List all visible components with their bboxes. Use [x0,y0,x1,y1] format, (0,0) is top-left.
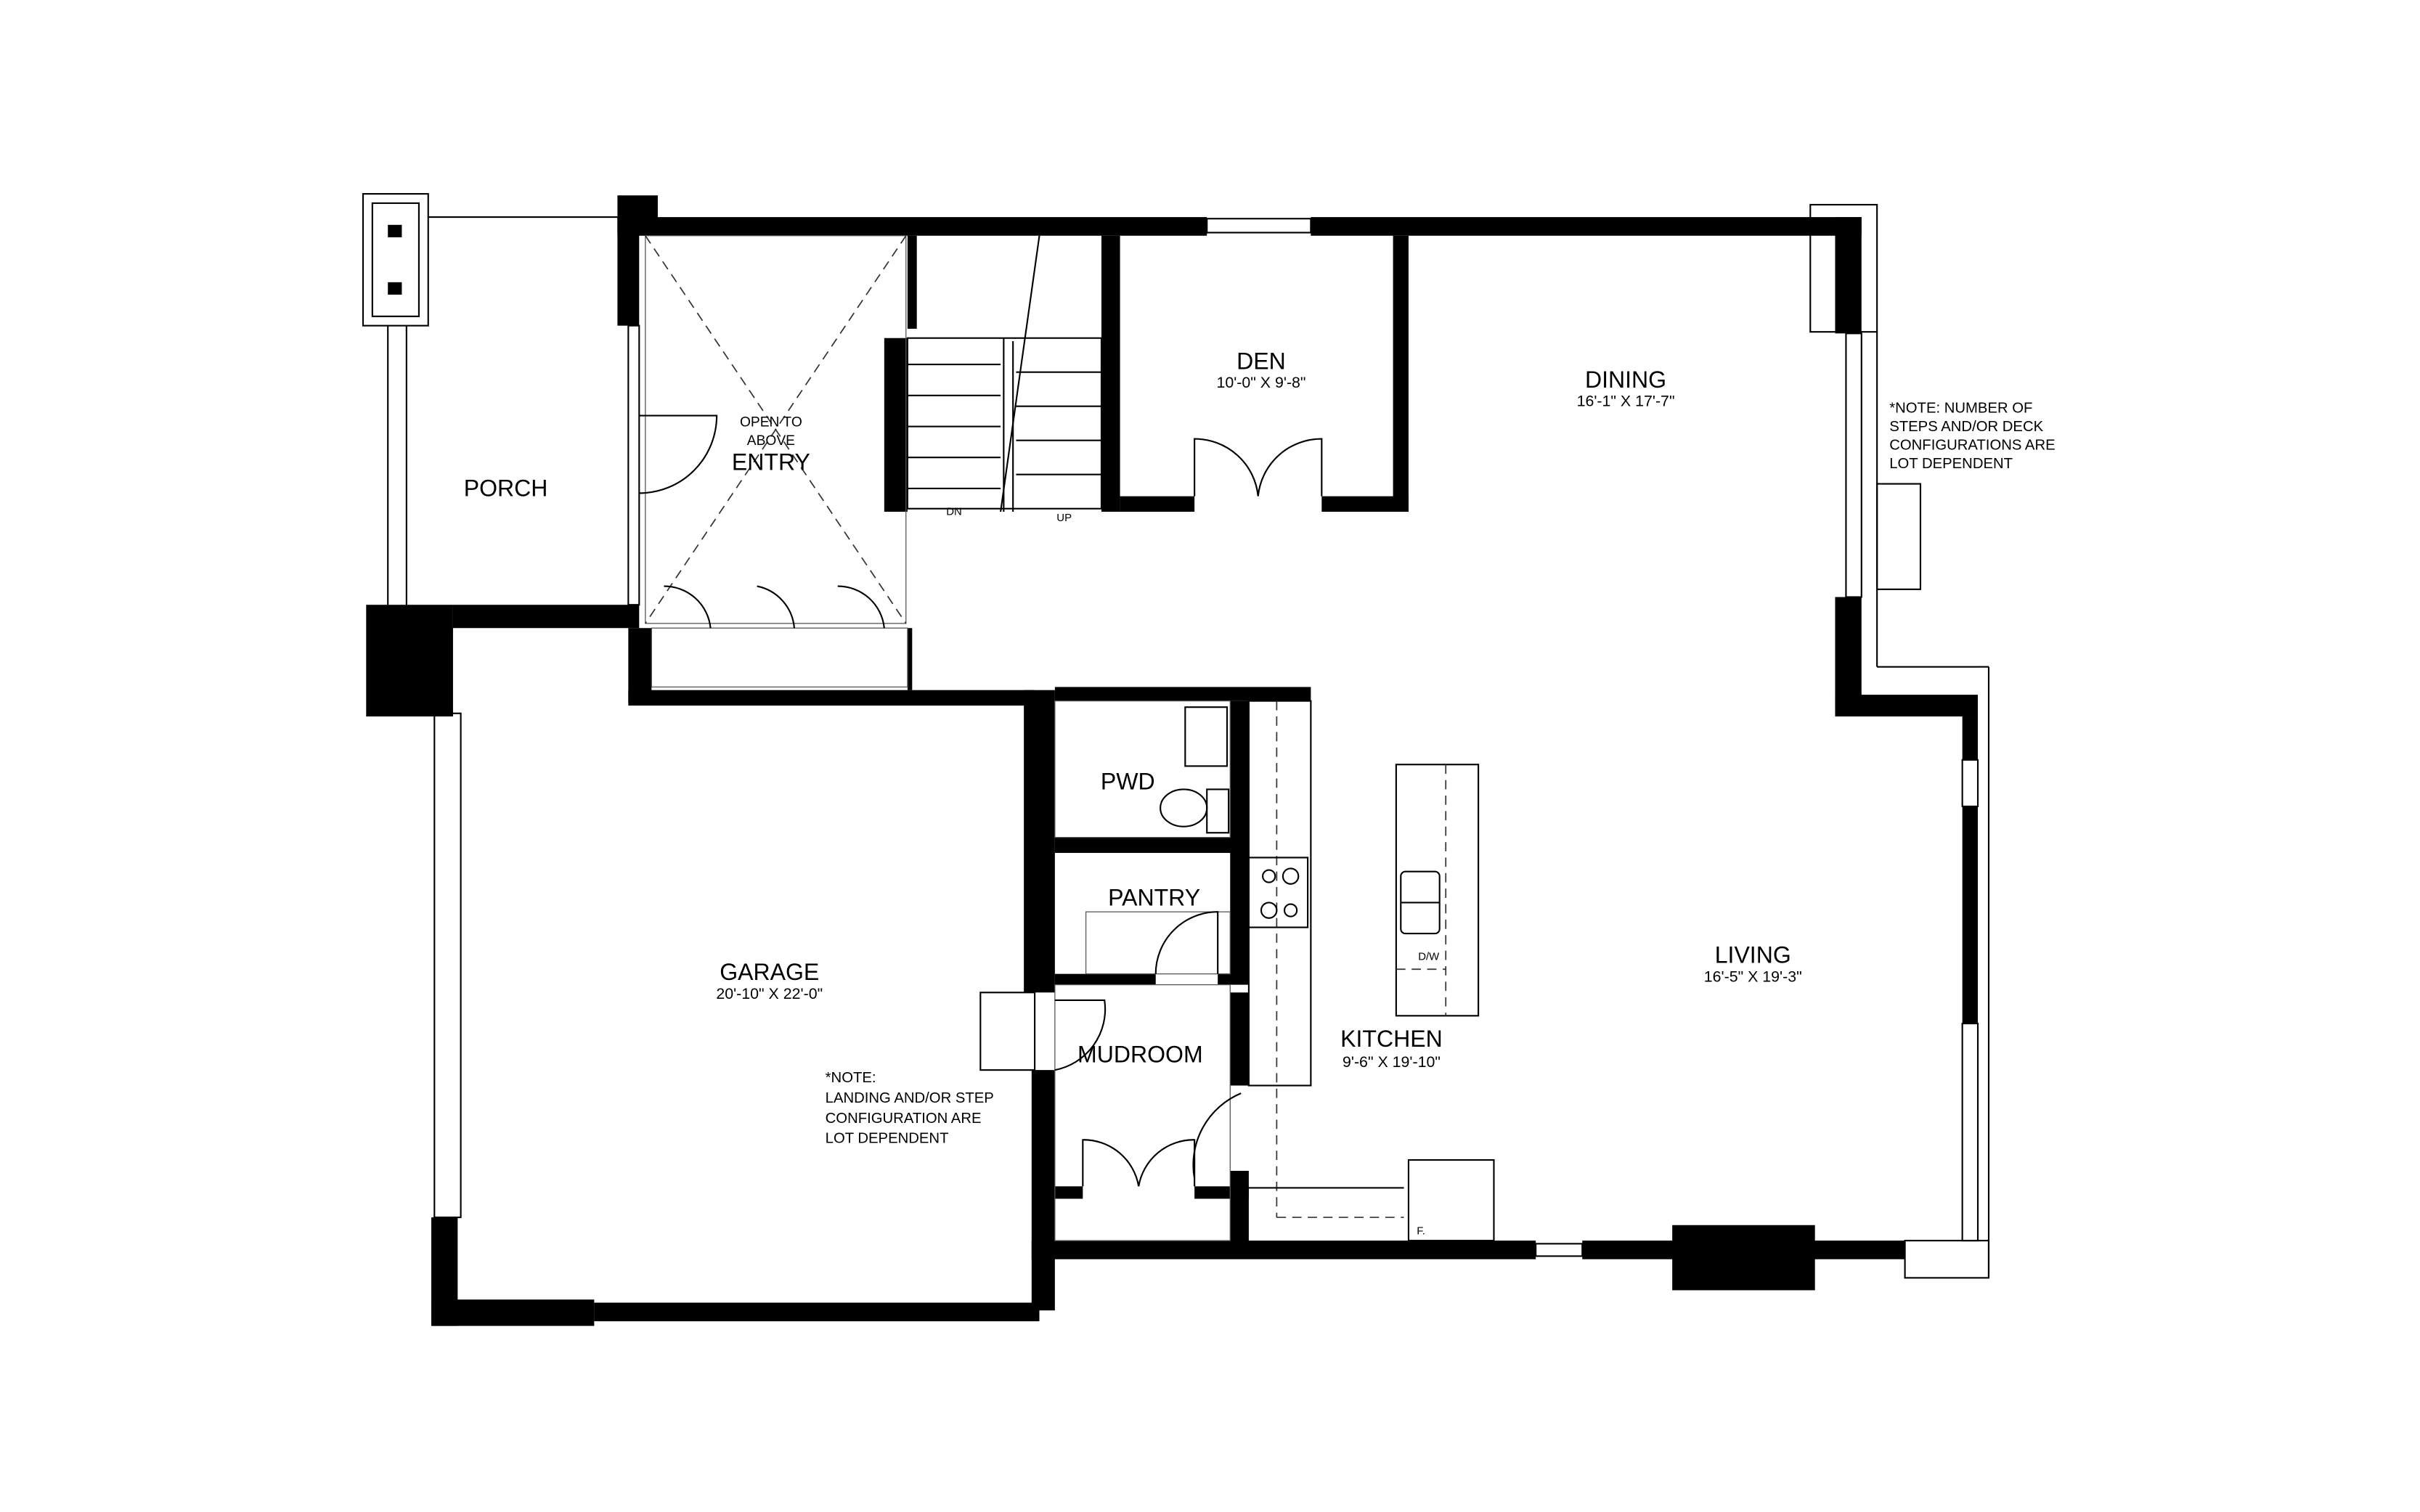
kitchen-size: 9'-6" X 19'-10" [1343,1053,1441,1071]
stairs-down-label: DN [946,505,962,518]
open-to-above-line1: OPEN TO [740,415,802,430]
living-label: LIVING [1715,942,1791,968]
windows [433,203,1990,1279]
kitchen-fixtures: D/W F. [1247,700,1495,1242]
fridge-label: F. [1417,1225,1425,1238]
stove [1247,857,1309,928]
deck-note: *NOTE: NUMBER OF STEPS AND/OR DECK CONFI… [1889,400,2055,472]
deck-note-line: STEPS AND/OR DECK [1889,419,2043,435]
fridge [1407,1158,1495,1242]
kitchen-label: KITCHEN [1340,1026,1443,1052]
pantry-label: PANTRY [1108,885,1200,911]
garage-note: *NOTE: LANDING AND/OR STEP CONFIGURATION… [826,1070,994,1146]
open-to-above-line2: ABOVE [747,433,795,449]
island [1395,764,1480,1017]
entry-label: ENTRY [732,449,810,475]
dining-size: 16'-1" X 17'-7" [1577,393,1675,410]
entry-floor [639,235,908,688]
garage-note-line: LOT DEPENDENT [826,1131,949,1147]
den-size: 10'-0" X 9'-8" [1216,374,1305,391]
deck-note-line: LOT DEPENDENT [1889,456,2013,472]
mudroom-label: MUDROOM [1077,1041,1203,1067]
living-size: 16'-5" X 19'-3" [1704,968,1802,985]
porch-label: PORCH [464,475,548,502]
den-label: DEN [1237,348,1286,374]
porch-outline [387,216,618,605]
dining-label: DINING [1585,367,1666,393]
pwd-label: PWD [1101,768,1155,794]
garage-label: GARAGE [720,959,819,985]
garage-note-line: LANDING AND/OR STEP [826,1090,994,1106]
den-doors [1194,438,1323,496]
garage-note-line: *NOTE: [826,1070,876,1086]
garage-size: 20'-10" X 22'-0" [716,985,823,1002]
dishwasher-label: D/W [1418,950,1440,963]
deck-note-line: *NOTE: NUMBER OF [1889,400,2032,416]
porch-column [362,192,429,327]
staircase: DN UP [906,235,1103,524]
walls [366,195,1979,1326]
service-rooms [979,700,1242,1241]
stairs-up-label: UP [1056,512,1072,524]
deck-note-line: CONFIGURATIONS ARE [1889,438,2055,454]
garage-note-line: CONFIGURATION ARE [826,1111,982,1127]
